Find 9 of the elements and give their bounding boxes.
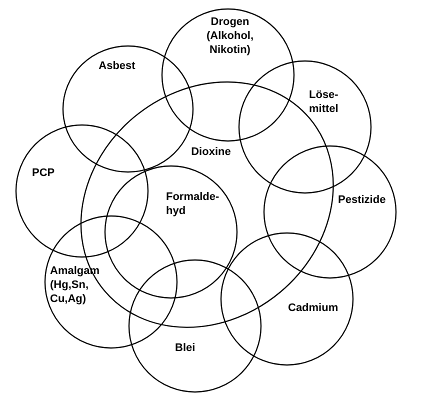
set-label: PCP <box>32 166 56 180</box>
set-label: Löse- mittel <box>309 88 340 116</box>
set-label: Pestizide <box>338 193 387 207</box>
set-label: Asbest <box>98 59 136 73</box>
set-label: Formalde- hyd <box>166 190 220 218</box>
set-label: Cadmium <box>288 301 340 315</box>
set-label: Dioxine <box>190 144 232 159</box>
set-label: Blei <box>175 341 196 355</box>
set-label: Drogen (Alkohol, Nikotin) <box>205 15 255 57</box>
